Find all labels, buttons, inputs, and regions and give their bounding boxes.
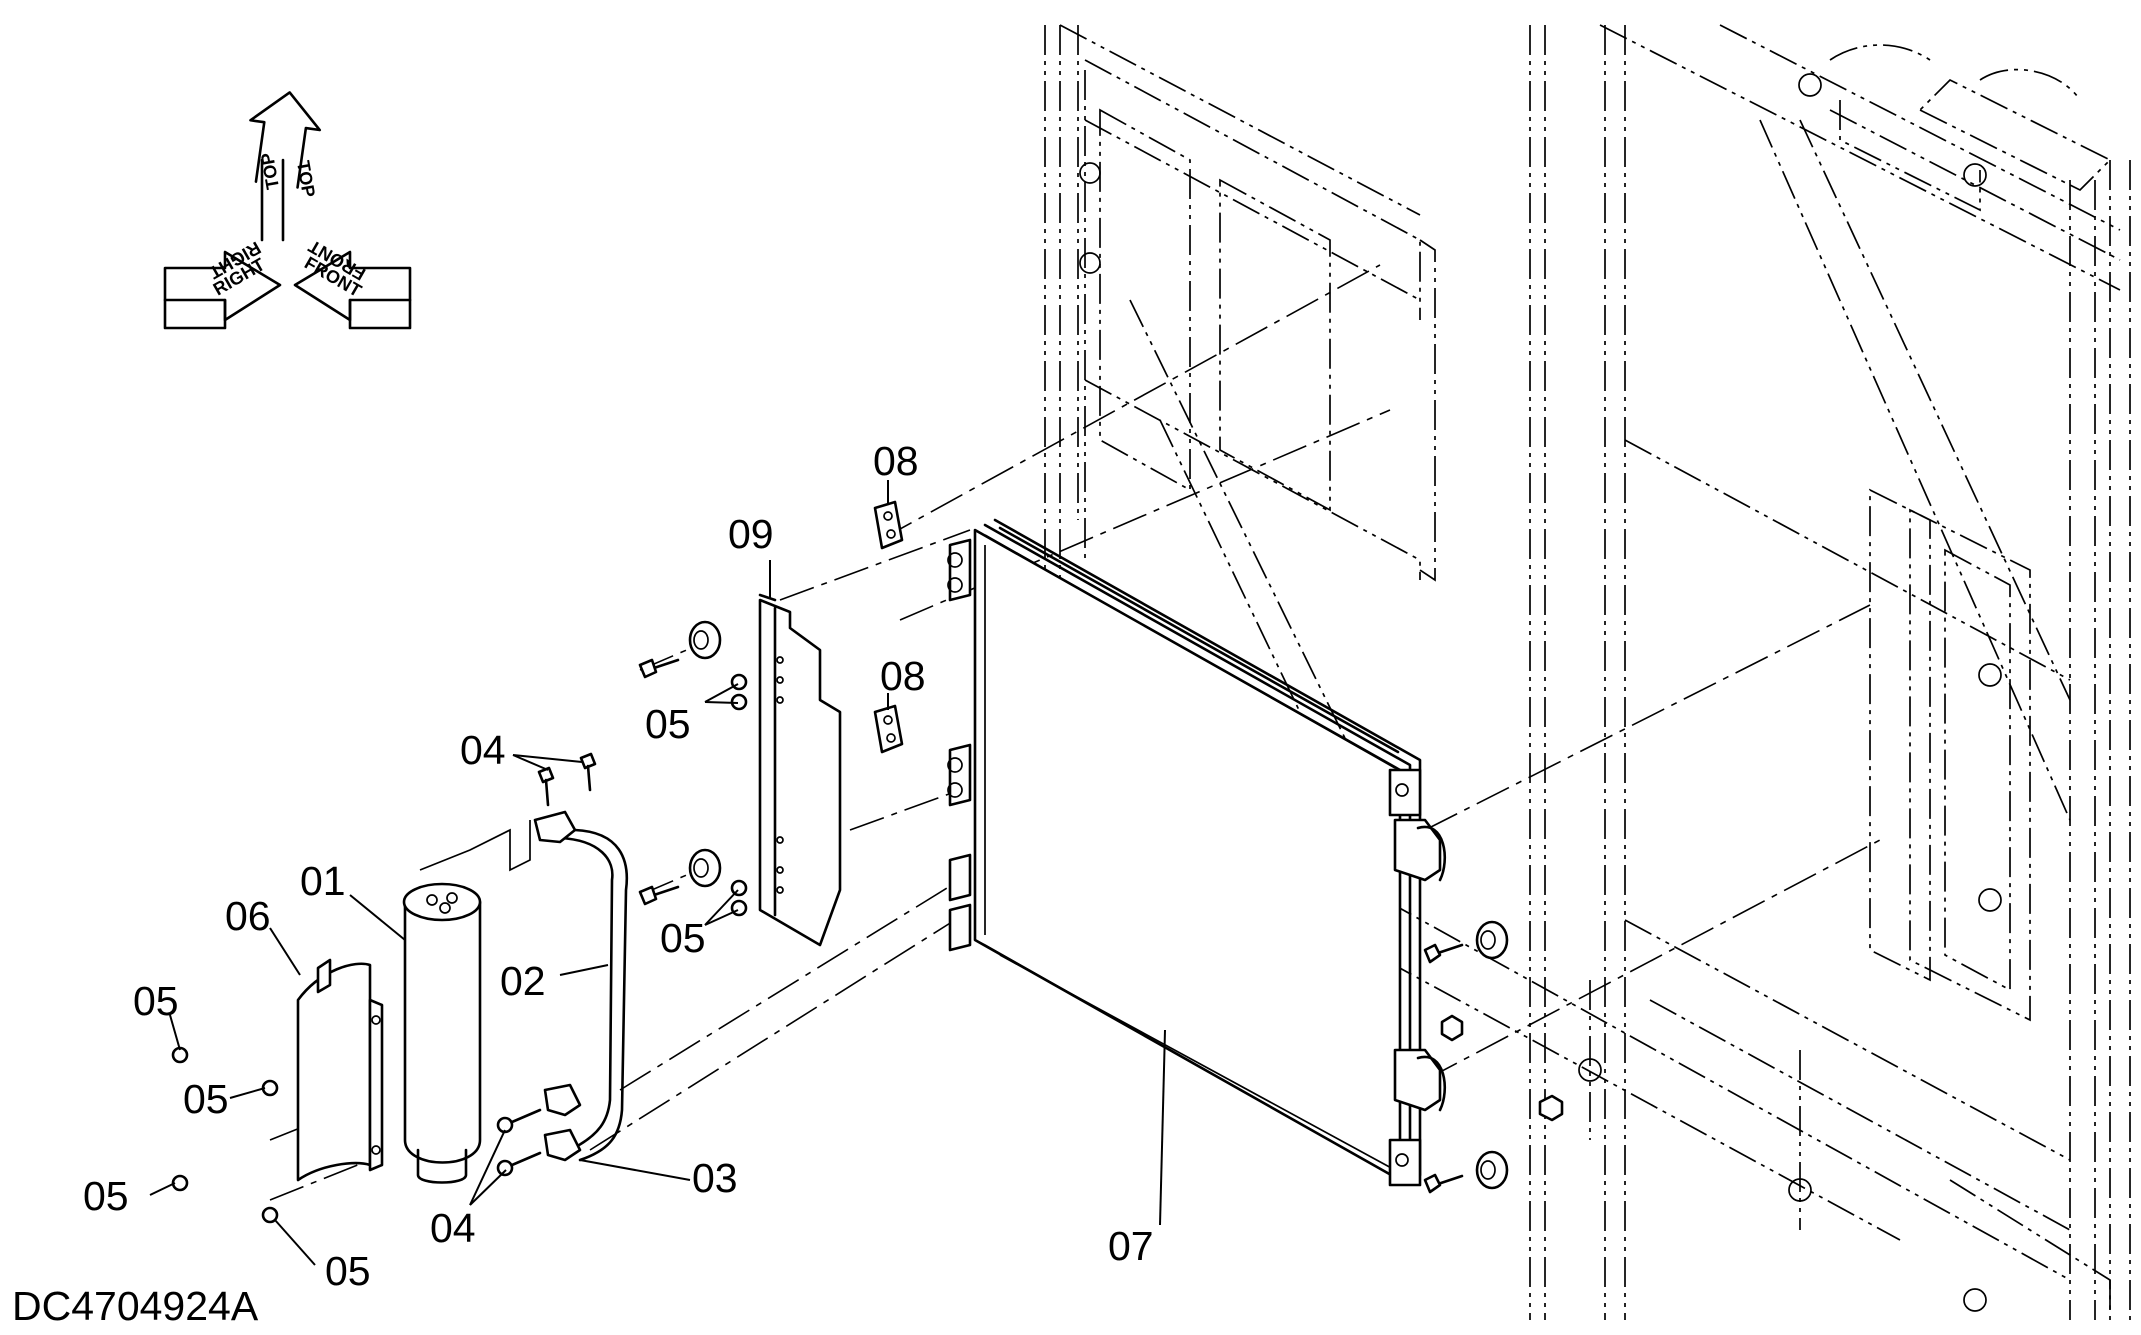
pipes [533,810,629,1162]
callout-06: 06 [225,893,271,939]
orientation-indicator: TOP TOP RIGHT RIGHT FRONT FRONT [163,91,412,330]
callout-02: 02 [500,958,546,1004]
leader-lines [149,480,1166,1266]
machine-frame-phantom [1044,24,2131,1320]
holder-bolts [171,1046,279,1224]
callout-05-bracket-bottom: 05 [660,915,706,961]
callout-04-top: 04 [460,727,506,773]
bracket [758,593,842,947]
right-rubber-mounts [1423,920,1509,1194]
callout-08-top: 08 [873,438,919,484]
callout-05-holder-4: 05 [325,1248,371,1294]
receiver-drier [402,820,531,1184]
drawing-code: DC4704924A [12,1283,259,1329]
callout-05-bracket-top: 05 [645,701,691,747]
callout-labels: 01 02 03 04 04 05 05 05 05 05 05 06 07 0… [83,438,1154,1294]
callout-05-holder-2: 05 [183,1076,229,1122]
callout-05-holder-1: 05 [133,978,179,1024]
condenser [947,518,1447,1187]
callout-09: 09 [728,511,774,557]
callout-07: 07 [1108,1223,1154,1269]
frame-bolts [1079,73,2002,1312]
callout-08-bottom: 08 [880,653,926,699]
orientation-top-label: TOP [293,159,319,199]
callout-05-holder-3: 05 [83,1173,129,1219]
left-rubber-mounts [638,620,722,906]
assembly-centerlines [269,264,1881,1201]
bracket-bolts [730,673,748,917]
clips [873,500,904,754]
holder [296,958,384,1182]
callout-04-bottom: 04 [430,1205,476,1251]
callout-01: 01 [300,858,346,904]
callout-03: 03 [692,1155,738,1201]
